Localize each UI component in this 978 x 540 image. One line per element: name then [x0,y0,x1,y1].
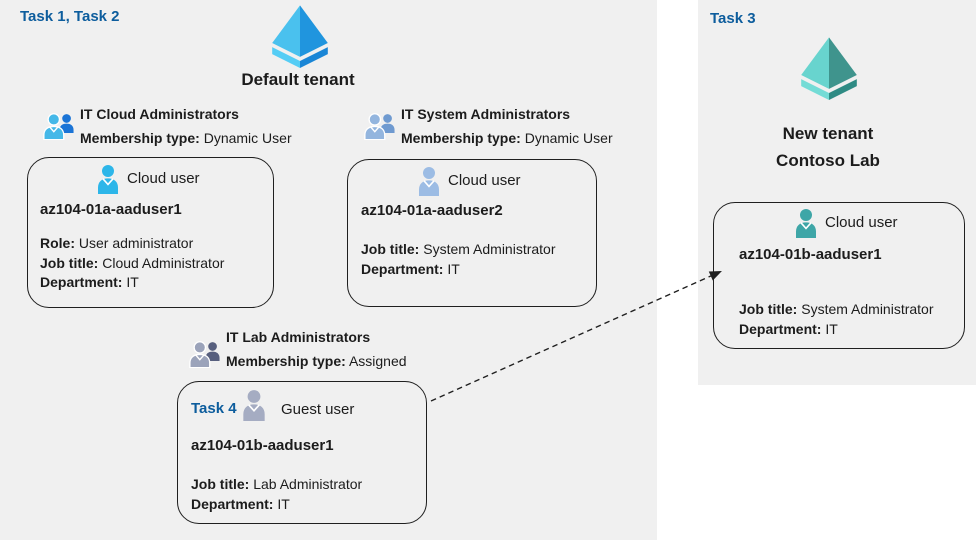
new-tenant-user-card: Cloud user az104-01b-aaduser1 Job title:… [713,202,965,349]
membership-label: Membership type: [80,130,200,146]
detail-value: User administrator [78,235,194,251]
user-name: az104-01a-aaduser1 [40,201,182,218]
membership-label: Membership type: [401,130,521,146]
new-tenant-line2: Contoso Lab [776,151,880,170]
task-4-label: Task 4 [191,400,237,417]
new-tenant-line1: New tenant [782,124,874,143]
user-type-label: Cloud user [825,214,898,231]
detail-label: Role: [40,235,75,251]
group-membership-cloud-admins: Membership type: Dynamic User [80,130,292,146]
detail-value: Cloud Administrator [102,254,225,271]
cloud-user-icon [796,209,816,238]
detail-label: Department: [191,495,274,512]
membership-value: Dynamic User [524,130,613,146]
detail-department: Department: IT [191,495,362,515]
detail-department: Department: IT [361,260,556,280]
user-details: Job title: System Administrator Departme… [739,300,934,339]
detail-value: IT [277,495,290,512]
detail-label: Job title: [40,254,99,271]
detail-job-title: Job title: System Administrator [361,240,556,260]
group-membership-system-admins: Membership type: Dynamic User [401,130,613,146]
group-title-system-admins: IT System Administrators [401,106,571,122]
detail-value: IT [825,320,838,337]
detail-value: Lab Administrator [253,476,363,492]
detail-department: Department: IT [40,273,224,293]
detail-department: Department: IT [739,320,934,340]
cloud-user-icon [98,165,118,194]
default-tenant-label: Default tenant [241,70,355,89]
user-details: Role: User administrator Job title: Clou… [40,234,224,293]
group-title-lab-admins: IT Lab Administrators [226,329,371,345]
task-3-label: Task 3 [710,10,756,27]
user-name: az104-01a-aaduser2 [361,202,503,219]
user-details: Job title: Lab Administrator Department:… [191,475,362,514]
detail-label: Job title: [739,301,798,317]
detail-job-title: Job title: System Administrator [739,300,934,320]
membership-label: Membership type: [226,353,346,369]
detail-value: System Administrator [423,241,556,257]
user-card-aaduser2: Cloud user az104-01a-aaduser2 Job title:… [347,159,597,307]
cloud-user-icon [419,167,439,196]
detail-label: Job title: [361,241,420,257]
user-details: Job title: System Administrator Departme… [361,240,556,279]
detail-job-title: Job title: Cloud Administrator [40,254,224,274]
detail-label: Job title: [191,476,250,492]
membership-value: Assigned [348,353,407,369]
detail-value: System Administrator [801,301,934,317]
detail-value: IT [126,274,139,290]
guest-user-icon [243,390,265,421]
group-people-icon [364,113,395,140]
task-1-2-label: Task 1, Task 2 [20,8,120,25]
detail-label: Department: [40,274,123,290]
guest-user-card: Task 4 Guest user az104-01b-aaduser1 Job… [177,381,427,524]
default-tenant-panel [0,0,657,540]
default-tenant-icon [272,5,328,68]
detail-value: IT [447,260,460,277]
detail-label: Department: [361,260,444,277]
group-membership-lab-admins: Membership type: Assigned [226,353,407,369]
user-type-label: Guest user [281,401,355,418]
detail-label: Department: [739,320,822,337]
membership-value: Dynamic User [203,130,292,146]
new-tenant-label: New tenant Contoso Lab [738,120,918,174]
user-card-aaduser1: Cloud user az104-01a-aaduser1 Role: User… [27,157,274,308]
new-tenant-icon [801,37,857,100]
group-people-icon [189,341,220,368]
group-title-cloud-admins: IT Cloud Administrators [80,106,239,122]
detail-role: Role: User administrator [40,234,224,254]
user-name: az104-01b-aaduser1 [739,246,882,263]
user-type-label: Cloud user [448,172,521,189]
detail-job-title: Job title: Lab Administrator [191,475,362,495]
user-type-label: Cloud user [127,170,200,187]
group-people-icon [43,113,74,140]
user-name: az104-01b-aaduser1 [191,437,334,454]
